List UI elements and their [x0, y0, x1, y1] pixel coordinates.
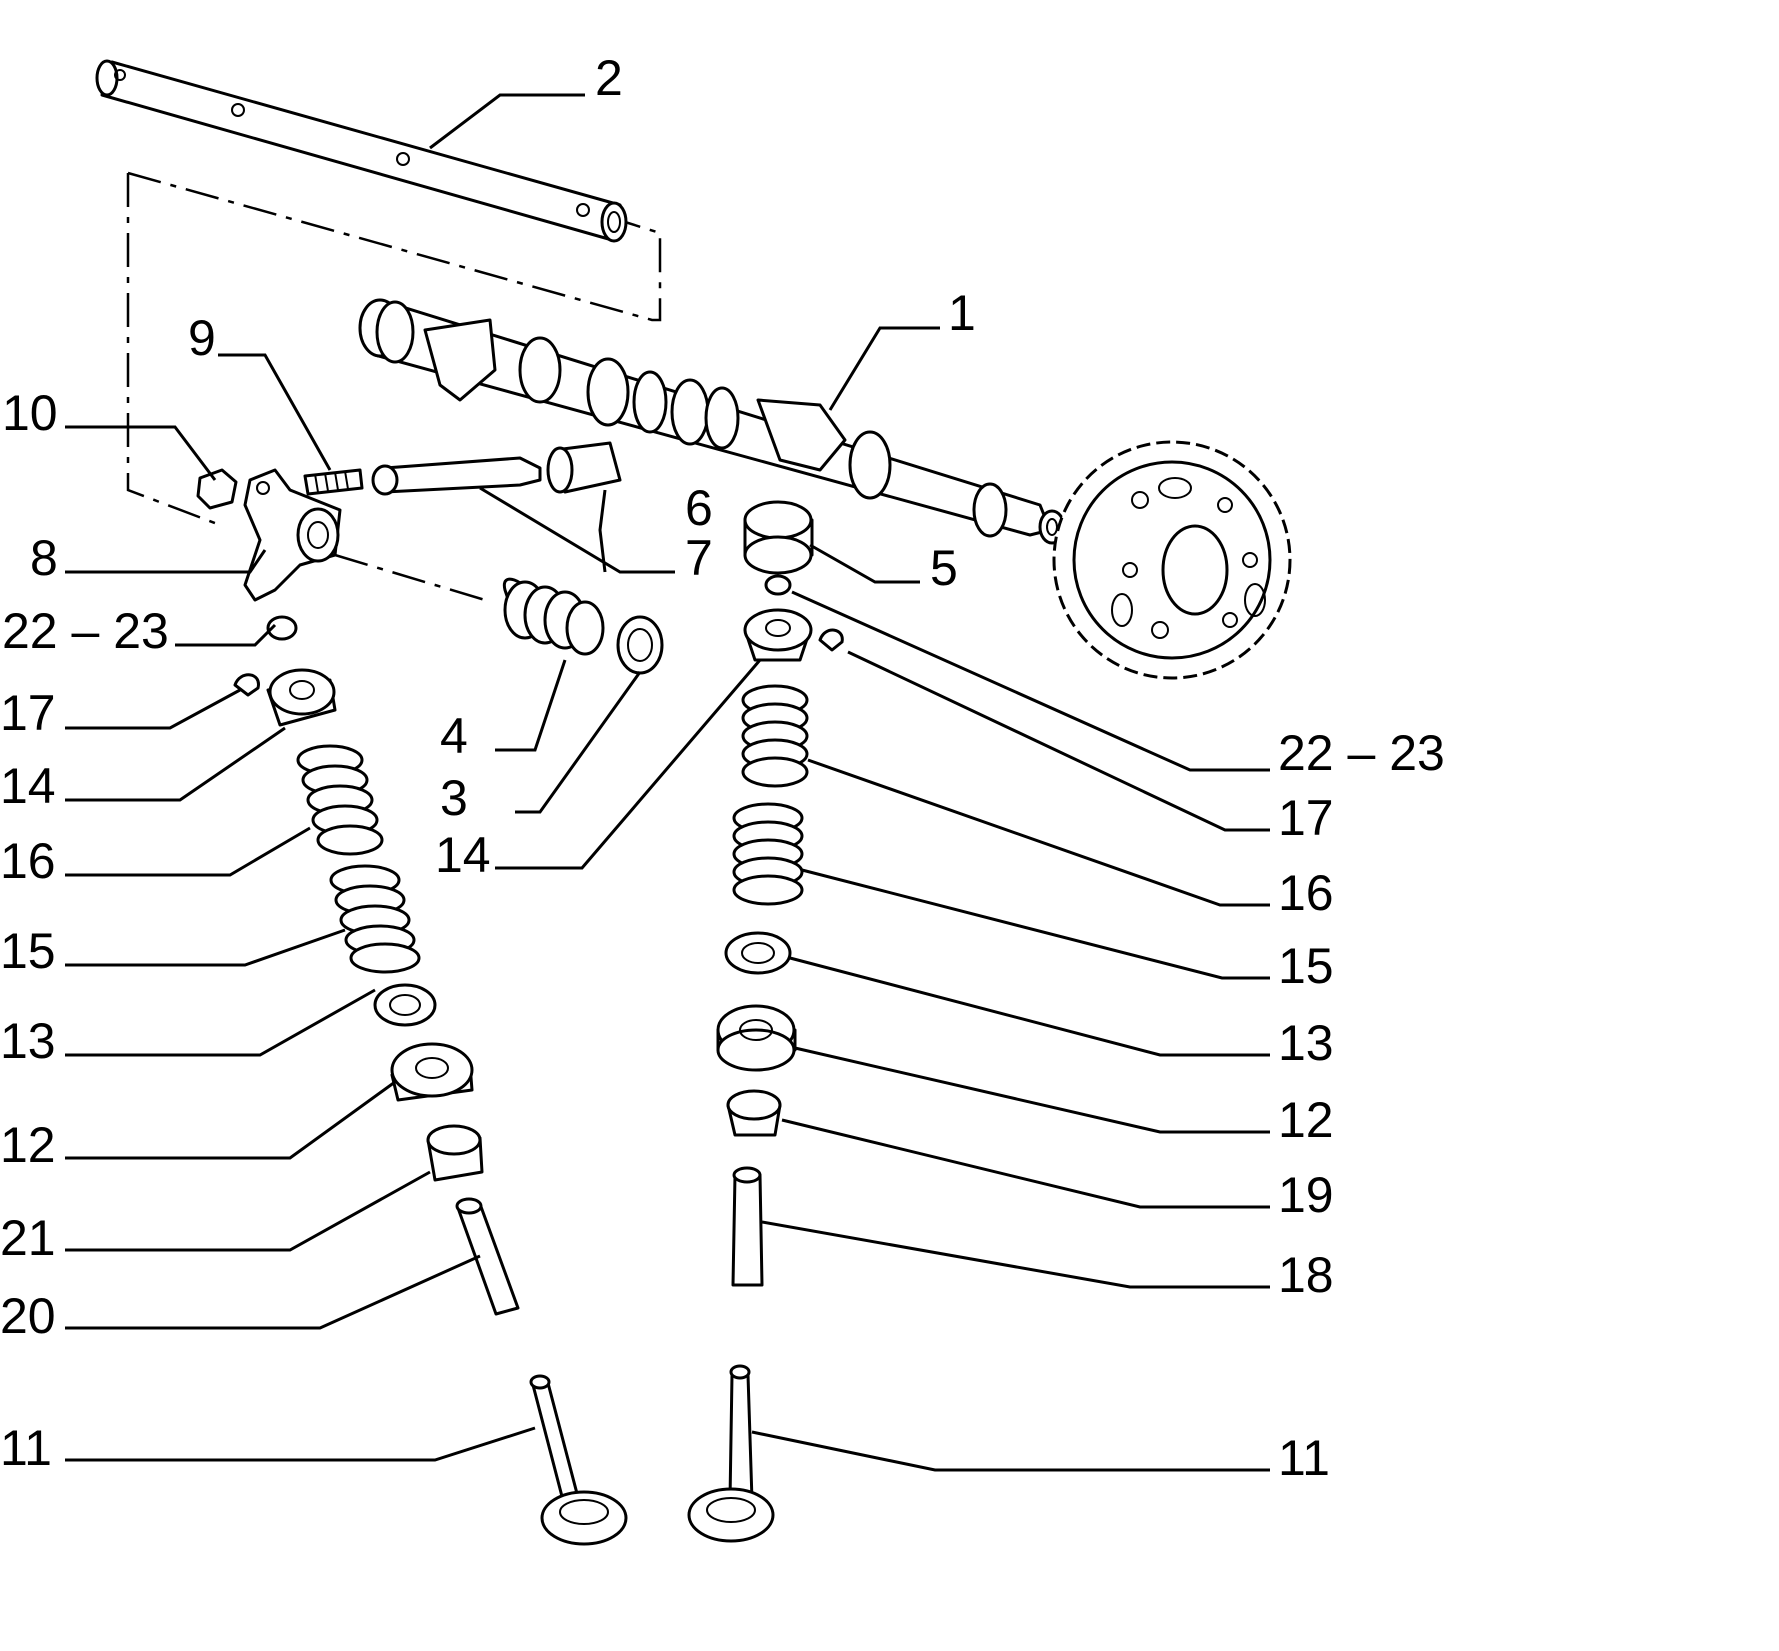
- inner-spring-left: [329, 864, 421, 974]
- valve-left: [529, 1374, 628, 1546]
- tappet-bucket: [743, 500, 814, 575]
- rocker-washer: [616, 615, 664, 675]
- label-14-left: 14: [0, 758, 56, 814]
- rocker-shaft: [95, 59, 628, 243]
- valve-guide-right: [731, 1166, 764, 1287]
- label-12-right: 12: [1278, 1092, 1334, 1148]
- outer-spring-right: [741, 684, 809, 788]
- label-6: 6: [685, 480, 713, 536]
- outer-spring-left: [296, 744, 384, 856]
- label-9: 9: [188, 310, 216, 366]
- shim-right: [764, 574, 792, 596]
- label-22-23-left: 22 – 23: [2, 603, 169, 659]
- label-1: 1: [948, 285, 976, 341]
- spring-retainer-right: [743, 608, 813, 662]
- label-11-left: 11: [0, 1420, 52, 1476]
- label-16-right: 16: [1278, 865, 1334, 921]
- valve-guide-left: [455, 1197, 520, 1316]
- label-17-left: 17: [0, 685, 56, 741]
- label-21: 21: [0, 1210, 56, 1266]
- label-2: 2: [595, 50, 623, 106]
- label-16-left: 16: [0, 833, 56, 889]
- callout-labels: 2 1 9 10 8 22 – 23 17 14 16 15 13 12 21 …: [0, 50, 1445, 1486]
- label-4: 4: [440, 708, 468, 764]
- label-5: 5: [930, 540, 958, 596]
- label-12-left: 12: [0, 1117, 56, 1173]
- label-10: 10: [2, 385, 58, 441]
- rocker-spring: [502, 577, 605, 656]
- label-18: 18: [1278, 1247, 1334, 1303]
- valve-cotter-left: [233, 673, 260, 697]
- label-20: 20: [0, 1288, 56, 1344]
- label-19: 19: [1278, 1167, 1334, 1223]
- leader-lines: [65, 93, 1270, 1472]
- spring-washer-right: [724, 931, 792, 975]
- pushrod: [371, 456, 542, 496]
- valve-seal-right: [726, 1089, 782, 1137]
- camshaft: [358, 298, 1066, 545]
- label-11-right: 11: [1278, 1430, 1330, 1486]
- label-15-right: 15: [1278, 938, 1334, 994]
- shim-left: [266, 615, 298, 641]
- label-3: 3: [440, 770, 468, 826]
- inner-spring-right: [732, 802, 804, 906]
- spring-seat-left: [390, 1042, 474, 1102]
- label-8: 8: [30, 530, 58, 586]
- spring-washer-left: [373, 983, 437, 1027]
- adjuster-screw: [303, 468, 364, 496]
- rocker-arm: [243, 468, 342, 602]
- assembly-line-shaft: [126, 171, 662, 527]
- label-22-23-right: 22 – 23: [1278, 725, 1445, 781]
- label-13-left: 13: [0, 1013, 56, 1069]
- label-13-right: 13: [1278, 1015, 1334, 1071]
- valve-cotter-right: [818, 628, 844, 652]
- valve-right: [687, 1364, 775, 1543]
- label-14-mid: 14: [435, 827, 491, 883]
- label-17-right: 17: [1278, 790, 1334, 846]
- spring-retainer-left: [266, 668, 337, 727]
- assembly-line-rocker: [334, 553, 486, 602]
- label-15-left: 15: [0, 923, 56, 979]
- spring-seat-right: [716, 1004, 797, 1072]
- label-7: 7: [685, 530, 713, 586]
- tappet-sleeve: [546, 441, 622, 494]
- adjuster-nut: [196, 468, 238, 510]
- valve-seal-left: [426, 1124, 484, 1182]
- camshaft-gear: [1052, 440, 1292, 680]
